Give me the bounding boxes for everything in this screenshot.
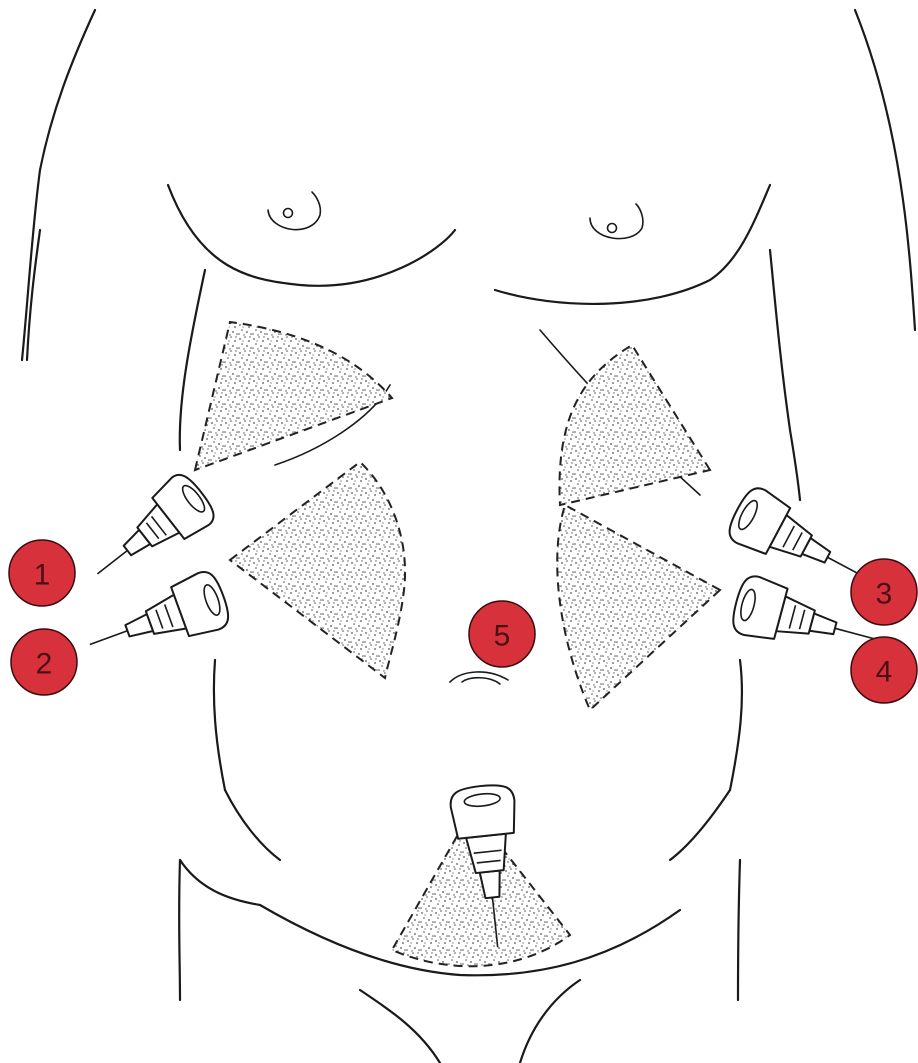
marker-3-label: 3 <box>876 578 893 611</box>
ultrasound-probe-2 <box>80 568 234 673</box>
marker-2-label: 2 <box>36 648 53 681</box>
scan-sector-4 <box>557 505 720 710</box>
scan-sectors <box>195 322 720 966</box>
marker-1: 1 <box>9 540 75 606</box>
nipple-right <box>268 192 320 230</box>
nipple-left <box>590 204 643 239</box>
scan-sector-3 <box>559 345 710 505</box>
marker-3: 3 <box>851 559 917 625</box>
ultrasound-probe-icon <box>80 568 234 673</box>
marker-2: 2 <box>11 629 77 695</box>
marker-1-label: 1 <box>34 559 51 592</box>
marker-5: 5 <box>469 601 535 667</box>
marker-5-label: 5 <box>494 620 511 653</box>
scan-sector-1 <box>195 322 392 470</box>
marker-4: 4 <box>851 637 917 703</box>
umbilicus <box>450 672 508 684</box>
scan-sector-2 <box>230 462 405 678</box>
marker-4-label: 4 <box>876 656 893 689</box>
